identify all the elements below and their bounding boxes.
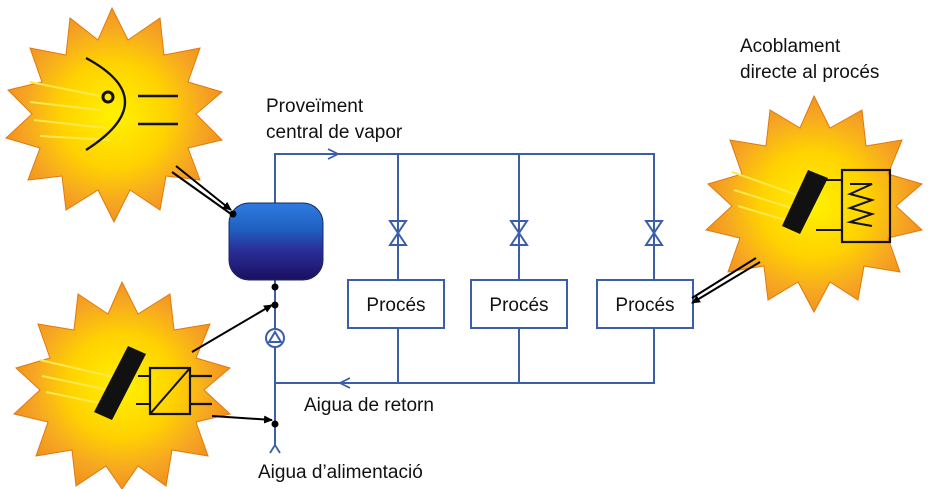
process-unit: Procés — [596, 279, 694, 329]
parabolic-collector-icon — [85, 56, 178, 152]
collector-to-tank-arrow — [175, 165, 232, 211]
valve-icon — [644, 220, 664, 246]
steam-header-pipe — [274, 153, 655, 280]
process-unit: Procés — [470, 279, 568, 329]
piping — [274, 153, 655, 445]
collector-heating-coil-icon — [782, 168, 892, 244]
collector-to-riser-arrow — [191, 304, 273, 353]
storage-tank-icon — [228, 202, 324, 281]
steam-supply-label: Proveïment — [266, 96, 364, 117]
process-unit: Procés — [347, 279, 445, 329]
return-water-label: Aigua de retorn — [304, 395, 434, 416]
junction-dots — [229, 210, 279, 428]
sun-parabolic-collector — [5, 6, 224, 224]
flat-collector-heat-exchanger-icon — [94, 346, 212, 420]
sun-direct-coupling — [704, 94, 924, 314]
sun-flat-collector — [12, 280, 232, 489]
direct-coupling-label: directe al procés — [740, 62, 879, 83]
sun-rays — [731, 171, 801, 223]
riser-to-collector-arrow — [211, 415, 273, 424]
sun-rays — [29, 81, 111, 141]
process-label: Procés — [615, 295, 674, 316]
process-label: Procés — [366, 295, 425, 316]
direct-coupling-label: Acoblament — [740, 36, 841, 57]
process-label: Procés — [489, 295, 548, 316]
sun-burst — [5, 6, 224, 224]
valve-icon — [509, 220, 529, 246]
flow-arrows — [269, 148, 351, 454]
direct-coupling-arrow — [691, 261, 761, 304]
valve-icon — [388, 220, 408, 246]
steam-supply-label: central de vapor — [266, 122, 403, 143]
feed-water-label: Aigua d’alimentació — [258, 462, 423, 483]
pump-icon — [265, 328, 285, 348]
connection-arrows — [171, 165, 761, 424]
